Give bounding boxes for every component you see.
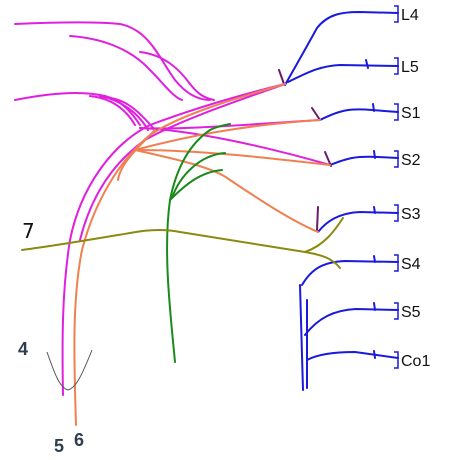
label-Co1: Co1	[401, 353, 430, 370]
root-L5	[287, 64, 399, 83]
root-end-brackets	[394, 5, 399, 369]
root-S1	[319, 108, 399, 121]
bracket-L4	[394, 5, 399, 23]
root-S3	[317, 211, 399, 233]
orange-to-S2	[134, 149, 331, 166]
magenta-to-S2	[139, 127, 331, 166]
magenta-upper-branch	[69, 35, 183, 101]
label-L4: L4	[401, 7, 419, 24]
green-main	[166, 123, 231, 363]
root-tick	[373, 255, 376, 263]
root-tick	[373, 150, 376, 159]
label-number-5: 5	[54, 436, 64, 456]
magenta-lower-left	[14, 92, 141, 126]
ramus-S1	[311, 107, 321, 121]
olive-main	[21, 228, 341, 269]
root-S5	[304, 308, 399, 336]
orange-to-S1	[134, 119, 321, 151]
magenta-lower-branch2	[99, 95, 149, 131]
label-S5: S5	[401, 304, 421, 321]
ramus-S3	[316, 206, 319, 231]
rami-stubs	[278, 69, 332, 231]
green-branch1	[171, 152, 226, 199]
magenta-lower-branch1	[89, 95, 136, 126]
label-S3: S3	[401, 206, 421, 223]
green-branch2	[169, 169, 223, 201]
olive-nerve	[21, 217, 344, 269]
root-tick	[373, 206, 376, 214]
bracket-S1	[394, 103, 399, 121]
root-S4-trunk	[299, 284, 304, 391]
label-S1: S1	[401, 105, 421, 122]
root-tick	[372, 103, 375, 112]
label-number-4: 4	[18, 339, 28, 359]
label-number-6: 6	[74, 430, 84, 450]
orange-to-S3	[134, 149, 319, 233]
ramus-L5	[278, 69, 285, 85]
root-tick	[365, 59, 369, 69]
root-Co1	[306, 351, 399, 361]
olive-to-S3	[304, 217, 344, 253]
bracket-S3	[394, 204, 399, 222]
root-L4	[284, 11, 399, 86]
bracket-Co1	[394, 351, 399, 369]
root-tick	[373, 350, 376, 359]
spinal-roots	[284, 11, 399, 391]
orange-inner	[117, 129, 156, 181]
bracket-S5	[394, 302, 399, 320]
label-S2: S2	[401, 152, 421, 169]
label-L5: L5	[401, 59, 419, 76]
magenta-upper-long	[14, 21, 211, 101]
outline-shape	[46, 349, 93, 391]
orange-nerves	[73, 83, 331, 426]
magenta-lower-branch3	[109, 97, 156, 131]
label-number-7: 7	[22, 219, 35, 243]
bracket-L5	[394, 57, 399, 75]
ramus-S2	[324, 151, 332, 167]
magenta-mid-branch	[139, 51, 215, 101]
root-S4	[301, 260, 399, 286]
root-tick	[373, 302, 376, 311]
magenta-descending	[61, 83, 286, 396]
bracket-S2	[394, 150, 399, 168]
bracket-S4	[394, 254, 399, 272]
label-S4: S4	[401, 256, 421, 273]
root-S2	[329, 155, 399, 166]
orange-main	[73, 83, 286, 426]
green-nerve	[166, 123, 231, 363]
